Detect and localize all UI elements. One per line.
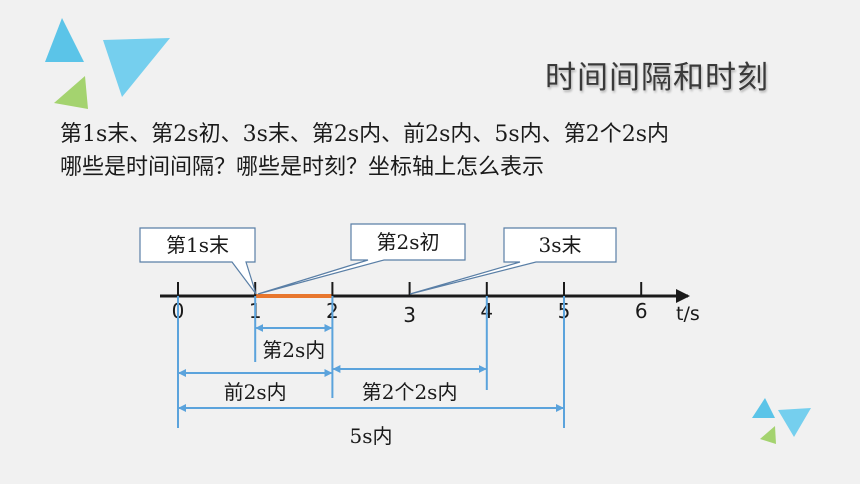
tick-label: 3: [403, 303, 416, 327]
triangle-shape: [778, 408, 811, 437]
question-text: 第1s末、第2s初、3s末、第2s内、前2s内、5s内、第2个2s内 哪些是时间…: [60, 118, 669, 184]
callout-label: 第1s末: [166, 233, 229, 257]
slide-title: 时间间隔和时刻: [545, 60, 769, 96]
triangle-shape: [760, 426, 776, 444]
interval-label: 5s内: [350, 424, 393, 448]
triangle-shape: [752, 398, 775, 418]
question-line-2: 哪些是时间间隔？哪些是时刻？坐标轴上怎么表示: [60, 155, 545, 180]
decor-triangles-top-left: [45, 18, 170, 109]
interval-label: 前2s内: [224, 380, 287, 404]
tick-label: 6: [635, 299, 648, 323]
triangle-shape: [45, 18, 84, 62]
interval-label: 第2个2s内: [362, 380, 458, 404]
callout-box: [139, 227, 257, 295]
decor-triangles-bottom-right: [752, 398, 811, 444]
axis-unit-label: t/s: [676, 303, 700, 325]
callout-box: [257, 223, 466, 295]
callout-label: 第2s初: [377, 230, 440, 254]
interval-label: 第2s内: [262, 338, 325, 362]
callouts: 第1s末 第2s初 3s末: [139, 223, 617, 295]
triangle-shape: [54, 76, 88, 109]
callout-box: [409, 227, 617, 295]
question-line-1: 第1s末、第2s初、3s末、第2s内、前2s内、5s内、第2个2s内: [60, 122, 670, 147]
callout-label: 3s末: [539, 233, 582, 257]
triangle-shape: [103, 38, 170, 97]
